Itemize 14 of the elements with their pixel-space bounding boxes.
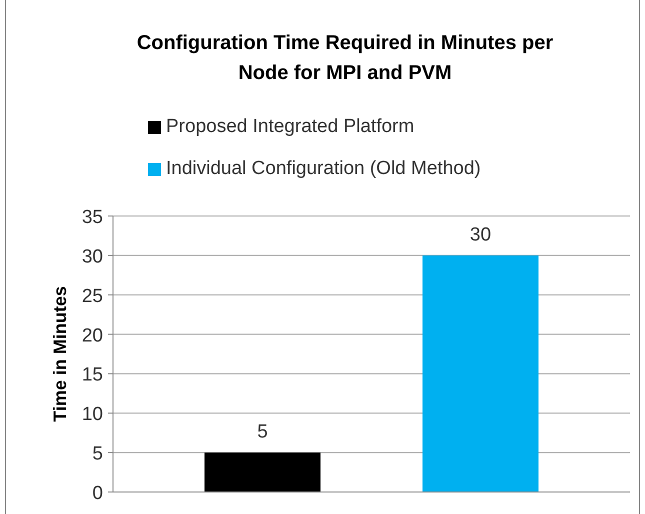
tick-label: 20 <box>82 325 103 346</box>
value-label: 5 <box>257 422 268 443</box>
legend-label: Proposed Integrated Platform <box>166 116 414 138</box>
tick-label: 25 <box>82 286 103 307</box>
chart-title: Configuration Time Required in Minutes per Node for MPI and PVM <box>136 31 554 86</box>
value-label: 30 <box>470 224 492 246</box>
legend-label: Individual Configuration (Old Method) <box>166 158 481 180</box>
tick-label: 0 <box>92 483 103 504</box>
tick-label: 15 <box>82 364 103 386</box>
tick-label: 30 <box>82 246 103 268</box>
axis-title: Time in Minutes <box>50 286 70 422</box>
tick-label: 10 <box>82 404 103 426</box>
tick-label: 5 <box>92 444 103 465</box>
tick-label: 35 <box>82 207 103 228</box>
